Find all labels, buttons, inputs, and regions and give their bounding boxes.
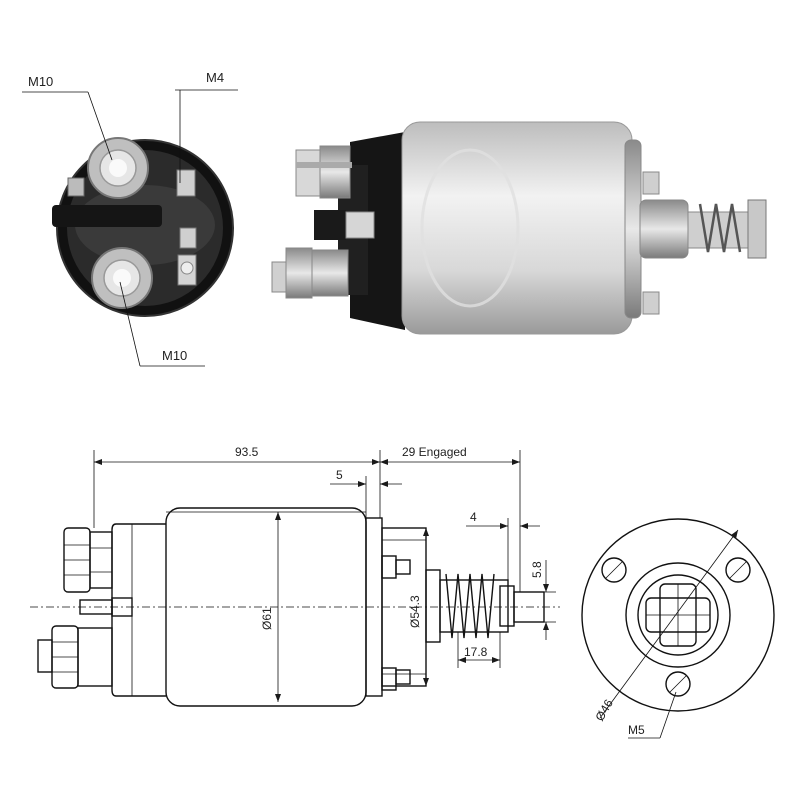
dim-body-diameter: Ø61 — [260, 607, 274, 630]
side-view-photo — [271, 121, 767, 335]
dim-spring-length: 17.8 — [464, 645, 488, 659]
label-m4: M4 — [206, 70, 224, 85]
dim-plunger-width: 5.8 — [530, 561, 544, 578]
side-dimensions — [93, 450, 556, 702]
label-top-m10: M10 — [28, 74, 53, 89]
end-view-photo — [52, 137, 234, 317]
photo-leaders — [22, 89, 238, 367]
dim-mount-thread: M5 — [628, 723, 645, 737]
dim-engaged-travel: 29 Engaged — [402, 445, 467, 459]
end-drawing — [581, 518, 775, 739]
dim-overall-length: 93.5 — [235, 445, 259, 459]
dim-flange-diameter: Ø54.3 — [408, 595, 422, 628]
dim-plunger-offset: 4 — [470, 510, 477, 524]
side-drawing — [30, 507, 560, 707]
label-bottom-m10: M10 — [162, 348, 187, 363]
dim-flange-gap: 5 — [336, 468, 343, 482]
